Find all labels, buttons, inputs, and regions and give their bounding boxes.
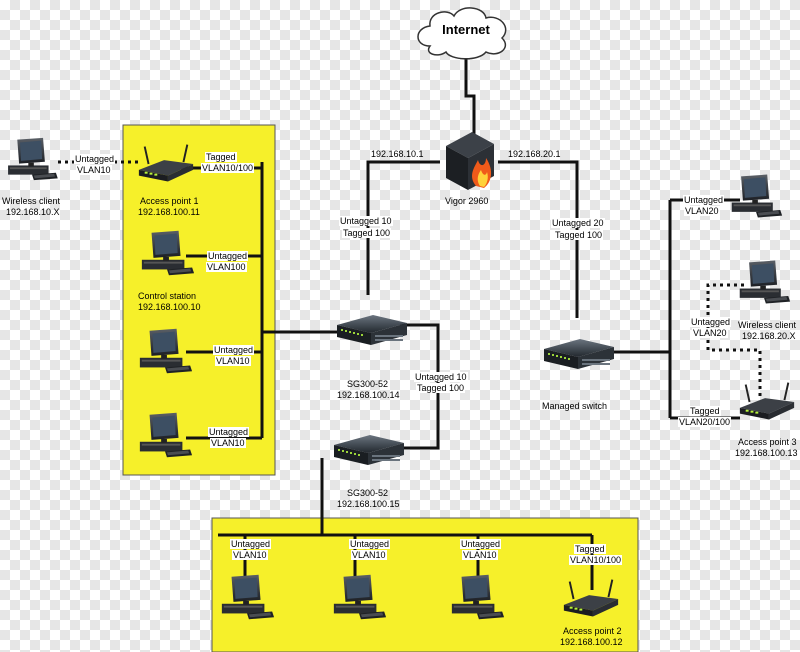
link-pc-a-l2: VLAN10 xyxy=(215,356,251,366)
link-control-l1: Untagged xyxy=(207,251,249,261)
managed-switch xyxy=(544,339,614,369)
wireless-right-ip: 192.168.20.X xyxy=(742,331,796,341)
managed-switch-name: Managed switch xyxy=(542,401,608,411)
router-name: Vigor 2960 xyxy=(445,196,489,206)
link-sg-l1: Untagged 10 xyxy=(414,372,468,382)
bottom-link-1-l1: Untagged xyxy=(230,539,272,549)
bottom-link-3-l2: VLAN10 xyxy=(462,550,498,560)
link-router-sg-l2: Tagged 100 xyxy=(342,228,392,238)
pc-right-top xyxy=(731,174,783,218)
sg2-ip: 192.168.100.15 xyxy=(337,499,400,509)
wireless-right-name: Wireless client xyxy=(738,320,797,330)
link-wireless-right-l2: VLAN20 xyxy=(692,328,728,338)
link-right-pc-l2: VLAN20 xyxy=(684,206,720,216)
link-ap1-l2: VLAN10/100 xyxy=(201,163,255,173)
link-ap3-l2: VLAN20/100 xyxy=(678,417,732,427)
wireless-left-name: Wireless client xyxy=(2,196,61,206)
link-sg-l2: Tagged 100 xyxy=(416,383,466,393)
ap3-name: Access point 3 xyxy=(738,437,797,447)
zone-left xyxy=(122,124,276,476)
bottom-link-2-l2: VLAN10 xyxy=(351,550,387,560)
bottom-link-1-l2: VLAN10 xyxy=(232,550,268,560)
link-ap3-l1: Tagged xyxy=(689,406,721,416)
bottom-link-4-l2: VLAN10/100 xyxy=(569,555,623,565)
router-right-ip: 192.168.20.1 xyxy=(508,149,561,159)
link-pc-b-l2: VLAN10 xyxy=(210,438,246,448)
link-right-pc-l1: Untagged xyxy=(683,195,725,205)
sg1-ip: 192.168.100.14 xyxy=(337,390,400,400)
ap1-name: Access point 1 xyxy=(140,196,199,206)
ap2-ip: 192.168.100.12 xyxy=(560,637,623,647)
sg300-switch-1 xyxy=(337,315,407,345)
sg300-switch-2 xyxy=(334,435,404,465)
link-pc-b-l1: Untagged xyxy=(208,427,250,437)
link-router-managed-l2: Tagged 100 xyxy=(554,230,604,240)
link-wireless-right-l1: Untagged xyxy=(690,317,732,327)
ap2-name: Access point 2 xyxy=(563,626,622,636)
wireless-client-right-pc xyxy=(739,260,791,304)
internet-cloud xyxy=(417,7,507,60)
wireless-client-left-pc xyxy=(8,137,58,181)
control-station-name: Control station xyxy=(138,291,197,301)
link-wireless-left-l1: Untagged xyxy=(74,154,116,164)
wireless-left-ip: 192.168.10.X xyxy=(6,207,60,217)
control-station-ip: 192.168.100.10 xyxy=(138,302,201,312)
link-router-sg-l1: Untagged 10 xyxy=(339,216,393,226)
sg2-name: SG300-52 xyxy=(347,488,389,498)
router-left-ip: 192.168.10.1 xyxy=(371,149,424,159)
access-point-3-icon xyxy=(738,381,796,421)
link-control-l2: VLAN100 xyxy=(206,262,247,272)
link-pc-a-l1: Untagged xyxy=(213,345,255,355)
bottom-link-2-l1: Untagged xyxy=(349,539,391,549)
ap1-ip: 192.168.100.11 xyxy=(138,207,200,217)
bottom-link-3-l1: Untagged xyxy=(460,539,502,549)
router-icon xyxy=(446,132,494,190)
sg1-name: SG300-52 xyxy=(347,379,389,389)
bottom-link-4-l1: Tagged xyxy=(574,544,606,554)
link-ap1-l1: Tagged xyxy=(205,152,237,162)
ap3-ip: 192.168.100.13 xyxy=(735,448,798,458)
wireless-links xyxy=(58,160,762,400)
link-router-managed-l1: Untagged 20 xyxy=(551,218,605,228)
zone-bottom xyxy=(211,517,639,652)
internet-label: Internet xyxy=(442,22,490,37)
link-wireless-left-l2: VLAN10 xyxy=(76,165,112,175)
